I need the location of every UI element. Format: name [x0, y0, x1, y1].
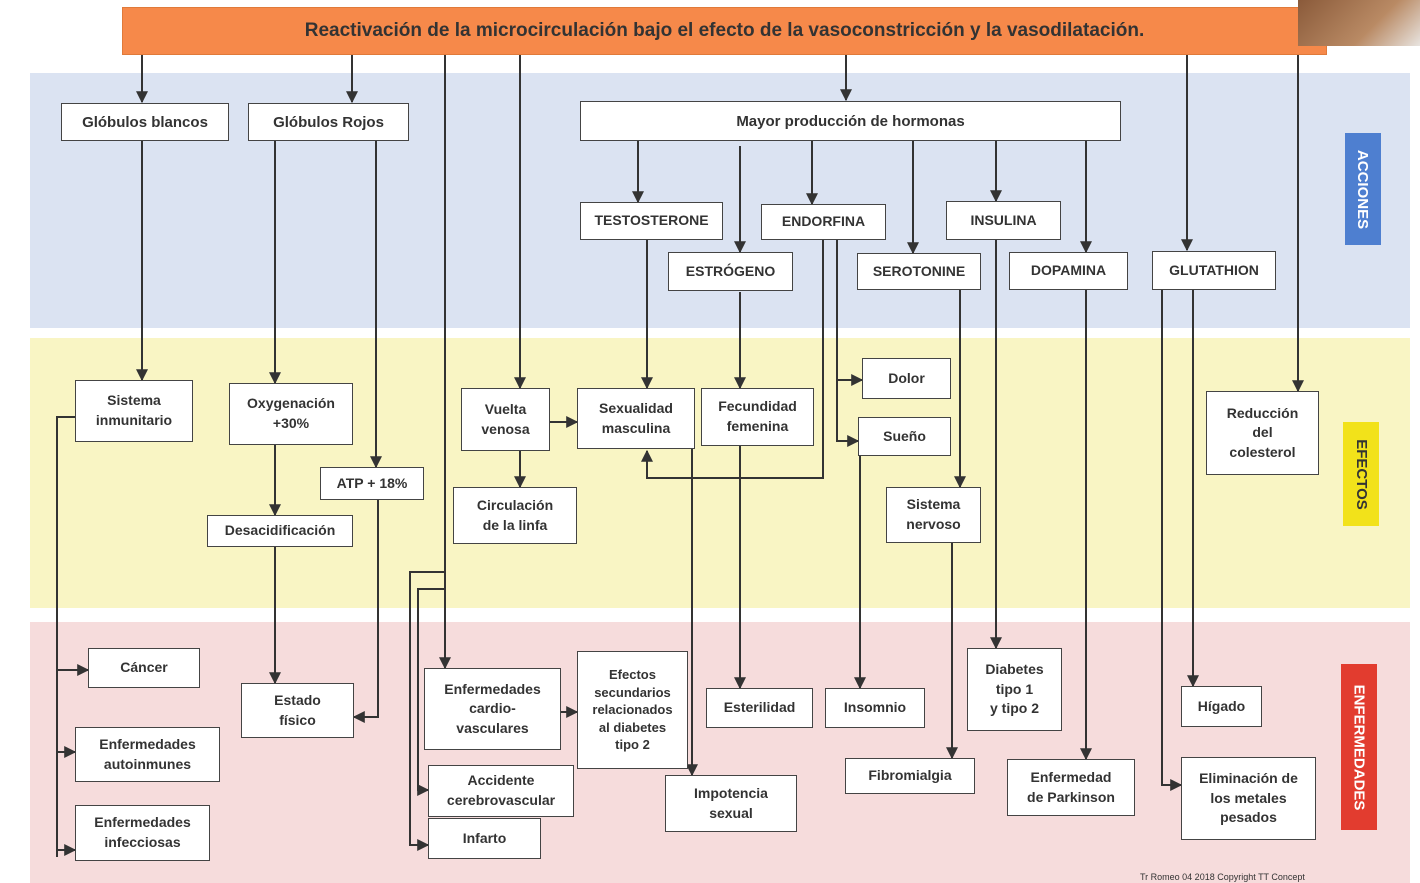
- node-serotonine: SEROTONINE: [857, 253, 981, 290]
- node-endorfina: ENDORFINA: [761, 204, 886, 240]
- node-circulacion-linfa: Circulación de la linfa: [453, 487, 577, 544]
- node-fecundidad-femenina: Fecundidad femenina: [701, 388, 814, 446]
- node-diabetes: Diabetes tipo 1 y tipo 2: [967, 648, 1062, 731]
- node-insulina: INSULINA: [946, 201, 1061, 240]
- node-accidente-cerebrovascular: Accidente cerebrovascular: [428, 765, 574, 817]
- node-impotencia-sexual: Impotencia sexual: [665, 775, 797, 832]
- node-enf-infecciosas: Enfermedades infecciosas: [75, 805, 210, 861]
- node-fibromialgia: Fibromialgia: [845, 758, 975, 794]
- node-infarto: Infarto: [428, 818, 541, 859]
- section-label-enfermedades: ENFERMEDADES: [1341, 664, 1377, 830]
- node-globulos-rojos: Glóbulos Rojos: [248, 103, 409, 141]
- node-estrogeno: ESTRÓGENO: [668, 252, 793, 291]
- node-sueno: Sueño: [858, 417, 951, 456]
- node-esterilidad: Esterilidad: [706, 688, 813, 728]
- node-insomnio: Insomnio: [825, 688, 925, 728]
- webcam-thumbnail: [1298, 0, 1420, 46]
- node-oxygenacion: Oxygenación +30%: [229, 383, 353, 445]
- node-desacidificacion: Desacidificación: [207, 515, 353, 547]
- node-glutathion: GLUTATHION: [1152, 251, 1276, 290]
- node-sexualidad-masculina: Sexualidad masculina: [577, 388, 695, 449]
- node-globulos-blancos: Glóbulos blancos: [61, 103, 229, 141]
- enfermedades-band: [30, 622, 1410, 883]
- section-label-acciones: ACCIONES: [1345, 133, 1381, 245]
- node-mayor-produccion-hormonas: Mayor producción de hormonas: [580, 101, 1121, 141]
- node-sistema-nervoso: Sistema nervoso: [886, 487, 981, 543]
- node-higado: Hígado: [1181, 686, 1262, 727]
- node-enfermedad-parkinson: Enfermedad de Parkinson: [1007, 759, 1135, 816]
- node-testosterone: TESTOSTERONE: [580, 202, 723, 240]
- node-dopamina: DOPAMINA: [1009, 252, 1128, 290]
- node-efectos-diabetes: Efectos secundarios relacionados al diab…: [577, 651, 688, 769]
- node-enf-cardiovasculares: Enfermedades cardio- vasculares: [424, 668, 561, 750]
- copyright-footer: Tr Romeo 04 2018 Copyright TT Concept: [1140, 872, 1305, 882]
- node-cancer: Cáncer: [88, 648, 200, 688]
- node-enf-autoinmunes: Enfermedades autoinmunes: [75, 727, 220, 782]
- node-estado-fisico: Estado físico: [241, 683, 354, 738]
- node-reduccion-colesterol: Reducción del colesterol: [1206, 391, 1319, 475]
- node-eliminacion-metales: Eliminación de los metales pesados: [1181, 757, 1316, 840]
- node-dolor: Dolor: [862, 358, 951, 399]
- section-label-efectos: EFECTOS: [1343, 422, 1379, 526]
- node-sistema-inmunitario: Sistema inmunitario: [75, 380, 193, 442]
- node-vuelta-venosa: Vuelta venosa: [461, 388, 550, 451]
- node-atp: ATP + 18%: [320, 467, 424, 500]
